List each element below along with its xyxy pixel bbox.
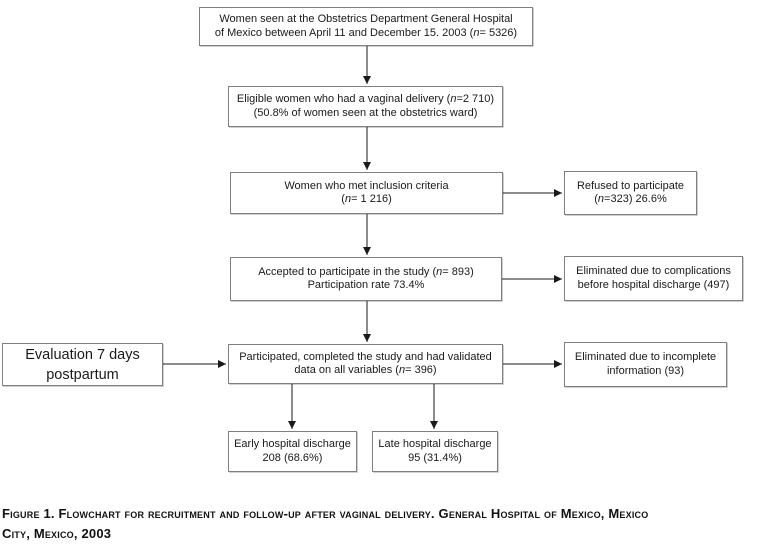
node-text-line: 95 (31.4%) bbox=[408, 451, 462, 464]
node-evaluation-7-days: Evaluation 7 days postpartum bbox=[2, 343, 163, 386]
node-text-line: Late hospital discharge bbox=[378, 438, 492, 450]
node-early-hospital-discharge: Early hospital discharge 208 (68.6%) bbox=[228, 431, 357, 472]
node-text-line: Accepted to participate in the study (n=… bbox=[258, 265, 474, 278]
node-refused-to-participate: Refused to participate (n=323) 26.6% bbox=[564, 171, 697, 215]
node-eligible-women: Eligible women who had a vaginal deliver… bbox=[228, 86, 503, 127]
node-text-line: postpartum bbox=[46, 366, 119, 383]
node-text-line: Eliminated due to incomplete bbox=[574, 351, 717, 363]
node-text-line: 208 (68.6%) bbox=[262, 451, 323, 464]
node-women-seen: Women seen at the Obstetrics Department … bbox=[199, 7, 533, 46]
node-accepted-to-participate: Accepted to participate in the study (n=… bbox=[230, 257, 502, 301]
node-text-line: Refused to participate bbox=[576, 179, 684, 192]
node-text-line: Early hospital discharge bbox=[234, 438, 351, 450]
node-inclusion-criteria: Women who met inclusion criteria (n= 1 2… bbox=[230, 172, 503, 214]
node-eliminated-incomplete: Eliminated due to incomplete information… bbox=[564, 342, 727, 387]
node-eliminated-complications: Eliminated due to complications before h… bbox=[564, 256, 743, 301]
node-text-line: before hospital discharge (497) bbox=[577, 278, 730, 291]
node-text-line: Eligible women who had a vaginal deliver… bbox=[236, 93, 495, 105]
node-text-line: (50.8% of women seen at the obstetrics w… bbox=[253, 106, 478, 119]
node-text-line: (n=323) 26.6% bbox=[594, 193, 667, 205]
node-text-line: Evaluation 7 days bbox=[25, 346, 140, 363]
node-text-line: Eliminated due to complications bbox=[576, 265, 731, 277]
figure-caption-line: Figure 1. Flowchart for recruitment and … bbox=[2, 506, 649, 521]
node-text-line: information (93) bbox=[606, 364, 685, 377]
node-late-hospital-discharge: Late hospital discharge 95 (31.4%) bbox=[372, 431, 498, 472]
node-text-line: data on all variables (n= 396) bbox=[294, 364, 437, 376]
node-text-line: Participated, completed the study and ha… bbox=[239, 350, 492, 363]
node-text-line: Women seen at the Obstetrics Department … bbox=[219, 13, 513, 25]
node-text-line: of Mexico between April 11 and December … bbox=[214, 26, 518, 39]
figure-caption: Figure 1. Flowchart for recruitment and … bbox=[2, 504, 758, 544]
node-text-line: Women who met inclusion criteria bbox=[284, 179, 449, 192]
node-text-line: Participation rate 73.4% bbox=[307, 279, 425, 291]
node-text-line: (n= 1 216) bbox=[341, 193, 392, 205]
figure-caption-line: City, Mexico, 2003 bbox=[2, 526, 112, 541]
node-participated-completed: Participated, completed the study and ha… bbox=[228, 344, 503, 384]
